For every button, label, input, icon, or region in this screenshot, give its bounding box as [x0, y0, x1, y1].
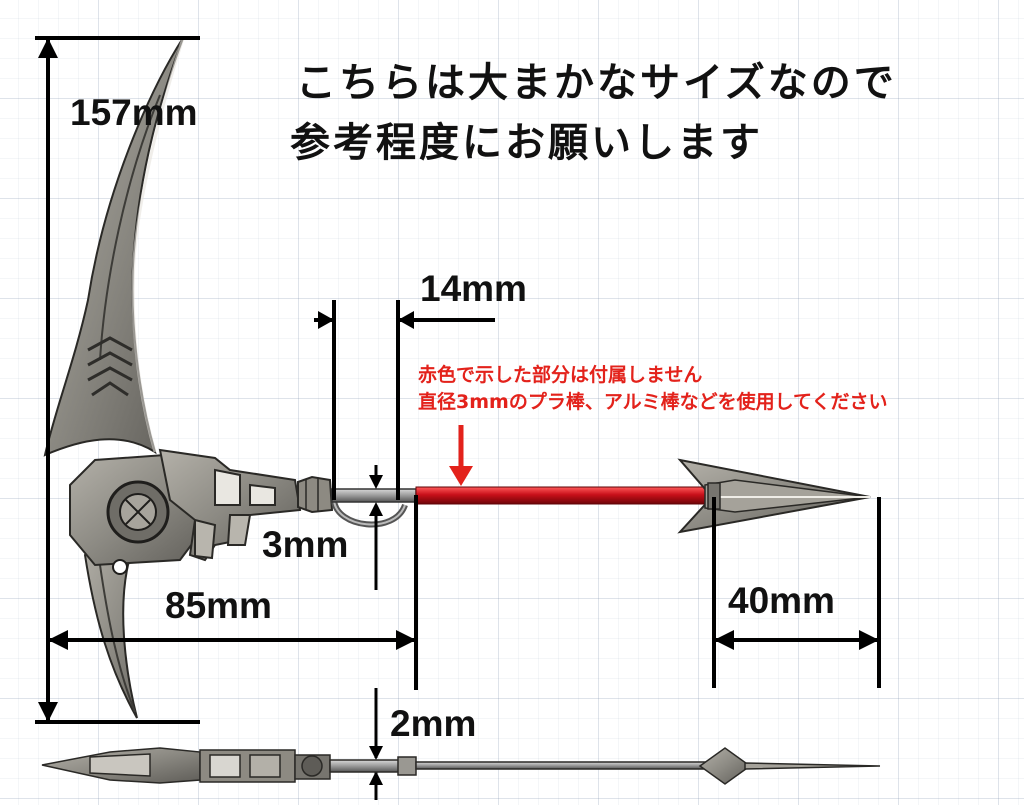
short-shaft — [331, 488, 417, 503]
dim-85-label: 85mm — [165, 585, 272, 626]
lower-blade-groove — [99, 564, 136, 713]
dim-2-label: 2mm — [390, 703, 477, 744]
note-line-2: 直径3mmのプラ棒、アルミ棒などを使用してください — [418, 391, 888, 413]
upper-blade-groove — [99, 94, 161, 361]
dim-40 — [712, 497, 881, 688]
dim-14-label: 14mm — [420, 268, 527, 309]
side-view — [41, 747, 881, 785]
dim-3-label: 3mm — [262, 524, 349, 565]
title-line-1: こちらは大まかなサイズなので — [296, 60, 897, 106]
collar — [297, 475, 334, 514]
hook-loop — [331, 499, 408, 528]
upper-blade — [43, 37, 184, 457]
dim-157 — [35, 36, 200, 724]
red-rod — [415, 486, 717, 505]
upper-blade-edge — [131, 37, 185, 453]
dim-14 — [314, 300, 495, 500]
title-line-2: 参考程度にお願いします — [290, 120, 763, 166]
dim-85 — [48, 495, 418, 690]
dim-157-label: 157mm — [70, 92, 198, 133]
dim-40-label: 40mm — [728, 580, 835, 621]
blade-chevron — [87, 336, 133, 397]
note-line-1: 赤色で示した部分は付属しません — [418, 364, 703, 386]
